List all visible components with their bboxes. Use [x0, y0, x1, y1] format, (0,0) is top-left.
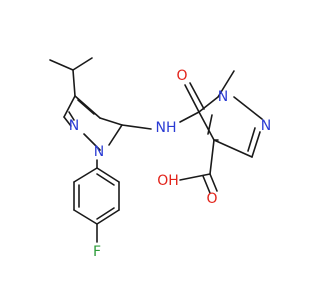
ring-nitrogen-label: N	[261, 118, 271, 134]
bond	[72, 57, 93, 71]
bond	[189, 82, 205, 110]
bond	[74, 95, 101, 119]
bond	[96, 209, 120, 225]
ring-nitrogen-label: N	[69, 118, 79, 134]
carboxylic-acid	[179, 139, 218, 194]
bond	[247, 127, 256, 152]
bond	[73, 209, 98, 225]
hydroxyl-label: OH	[157, 173, 179, 189]
bond	[198, 111, 215, 141]
bond	[83, 133, 101, 151]
bond	[72, 69, 76, 97]
bond	[179, 111, 200, 123]
bond	[217, 70, 235, 98]
bond	[68, 111, 75, 121]
carbonyl-oxygen-label: O	[176, 68, 187, 84]
bond	[209, 139, 215, 175]
bond	[251, 131, 261, 158]
bond	[198, 96, 219, 113]
bond	[209, 173, 218, 192]
bond	[121, 124, 152, 130]
amide-nh-label: NH	[156, 120, 177, 136]
pyrazole-ring-2	[198, 70, 263, 158]
bond	[99, 117, 123, 126]
bond	[63, 116, 72, 127]
fluorine-label: F	[93, 244, 101, 260]
bond	[213, 139, 253, 158]
bond	[77, 99, 95, 115]
amide-linkage	[121, 82, 205, 130]
pyrazole-ring-1	[63, 95, 123, 151]
bond	[96, 207, 115, 220]
bond	[202, 175, 211, 194]
fluorophenyl-ring	[73, 159, 120, 243]
bond	[63, 95, 76, 118]
structure-canvas: N N NH O N N OH O F	[49, 57, 271, 260]
bond	[49, 59, 74, 71]
acid-oxygen-label: O	[206, 191, 217, 207]
molecule-structure: N N NH O N N OH O F	[49, 57, 271, 260]
bond	[73, 167, 98, 183]
isopropyl-group	[49, 57, 93, 97]
bond	[184, 84, 200, 113]
bond	[96, 173, 115, 186]
bond	[207, 114, 213, 135]
bond	[108, 124, 123, 146]
bond	[233, 96, 263, 120]
bond	[96, 167, 120, 183]
ring-nitrogen-label: N	[218, 89, 228, 105]
bond	[179, 173, 211, 181]
ring-nitrogen-label: N	[94, 144, 104, 160]
